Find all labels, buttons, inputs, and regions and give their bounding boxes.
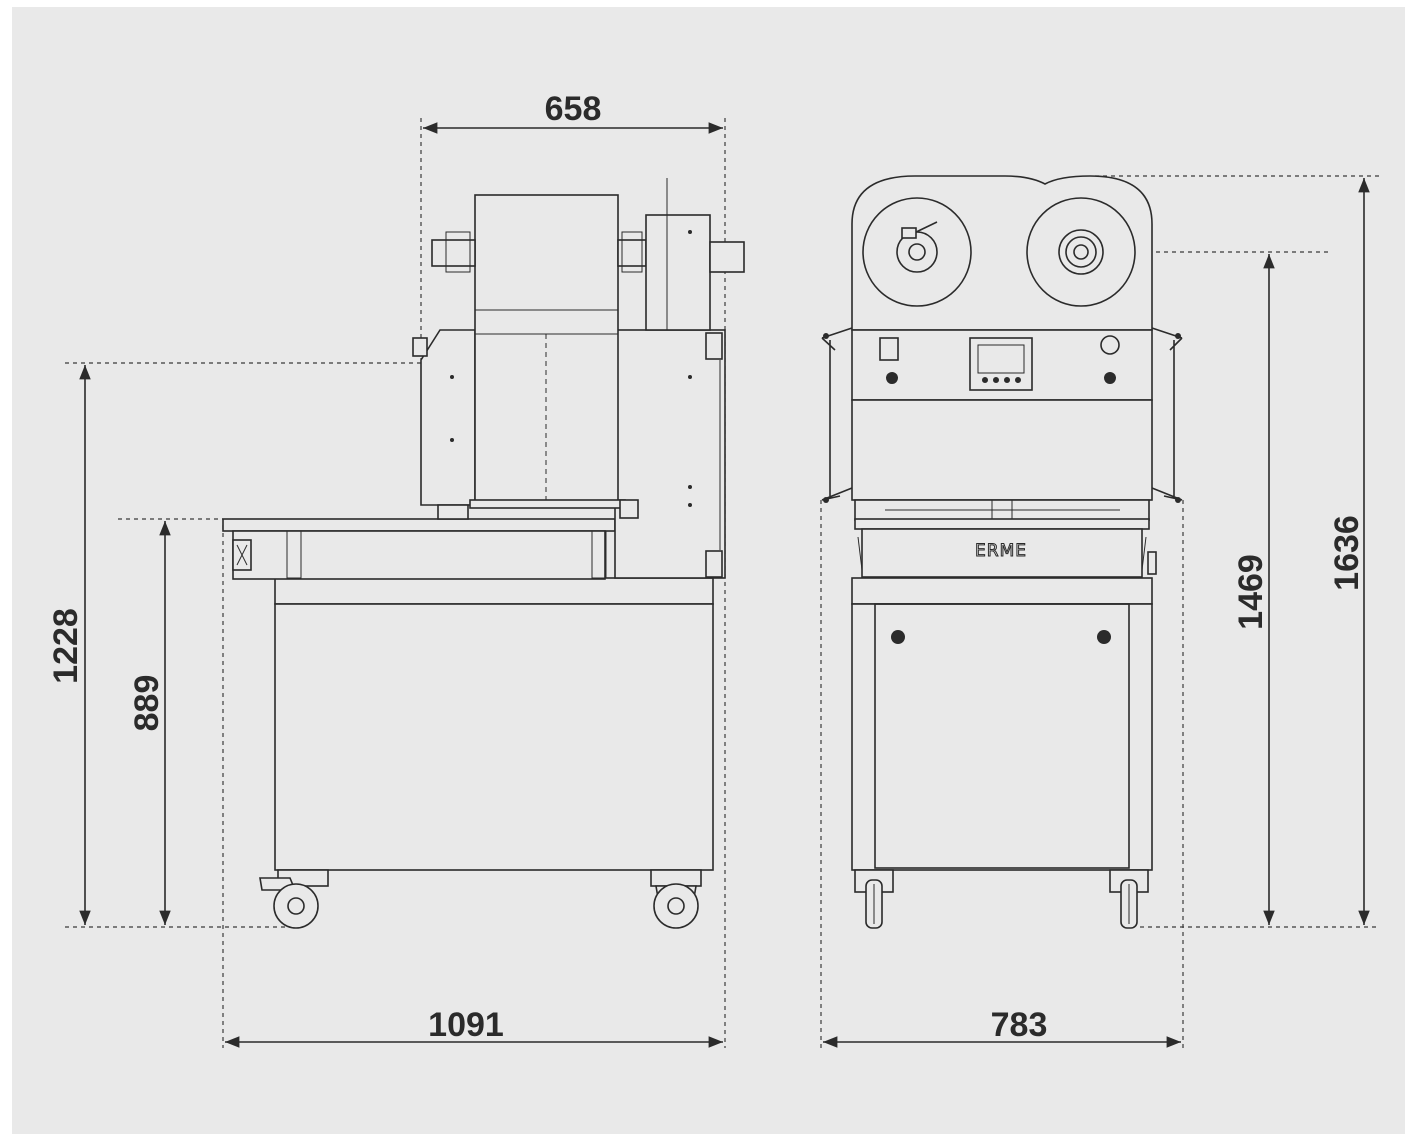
side-rear-frame — [614, 329, 726, 579]
front-cabinet-frame — [851, 603, 1153, 871]
erme-logo: ERME — [975, 541, 1027, 561]
side-work-plate — [222, 518, 616, 532]
dim-label-1228: 1228 — [47, 608, 85, 684]
dim-label-783: 783 — [991, 1006, 1048, 1044]
caster-front-view-right — [1109, 869, 1149, 929]
film-reel-knob — [709, 241, 745, 273]
front-lid-body — [851, 399, 1153, 501]
front-cabinet-top-rail — [851, 577, 1153, 605]
dimension-1228: 1228 — [47, 365, 91, 925]
caster-front-left — [259, 869, 329, 929]
dim-label-889: 889 — [128, 675, 166, 732]
film-reel-left — [862, 197, 972, 307]
emergency-knob-side — [412, 337, 428, 357]
film-reel-right — [1026, 197, 1136, 307]
dim-label-658: 658 — [545, 90, 602, 128]
dimension-783: 783 — [823, 1006, 1181, 1048]
side-cabinet-top-rail — [274, 577, 714, 605]
side-cabinet-body — [274, 603, 714, 871]
front-reel-housing — [851, 175, 1153, 331]
dim-label-1636: 1636 — [1328, 515, 1366, 591]
side-tray-area — [232, 530, 606, 580]
front-cabinet-door — [874, 603, 1130, 869]
side-control-housing — [420, 329, 476, 506]
dimension-658: 658 — [423, 90, 723, 134]
dimension-1091: 1091 — [225, 1006, 723, 1048]
hinge-top — [705, 332, 723, 360]
front-tray — [861, 528, 1143, 578]
caster-front-view-left — [854, 869, 894, 929]
front-view-machine: ERME — [821, 175, 1183, 929]
hinge-bottom — [705, 550, 723, 578]
side-view-machine — [222, 178, 745, 929]
side-sealing-column — [474, 194, 619, 506]
emergency-stop-icon — [1100, 335, 1120, 355]
control-display — [969, 337, 1033, 391]
dim-label-1469: 1469 — [1232, 554, 1270, 630]
film-reel-bracket-left — [431, 239, 476, 267]
dimension-1636: 1636 — [1328, 178, 1370, 925]
extension-lines — [65, 118, 1380, 1048]
dimension-889: 889 — [128, 521, 171, 925]
main-switch-icon — [879, 337, 899, 361]
dim-label-1091: 1091 — [428, 1006, 504, 1044]
dimension-1469: 1469 — [1232, 253, 1275, 925]
caster-rear-right — [650, 869, 702, 929]
side-film-unwinder — [645, 214, 711, 331]
